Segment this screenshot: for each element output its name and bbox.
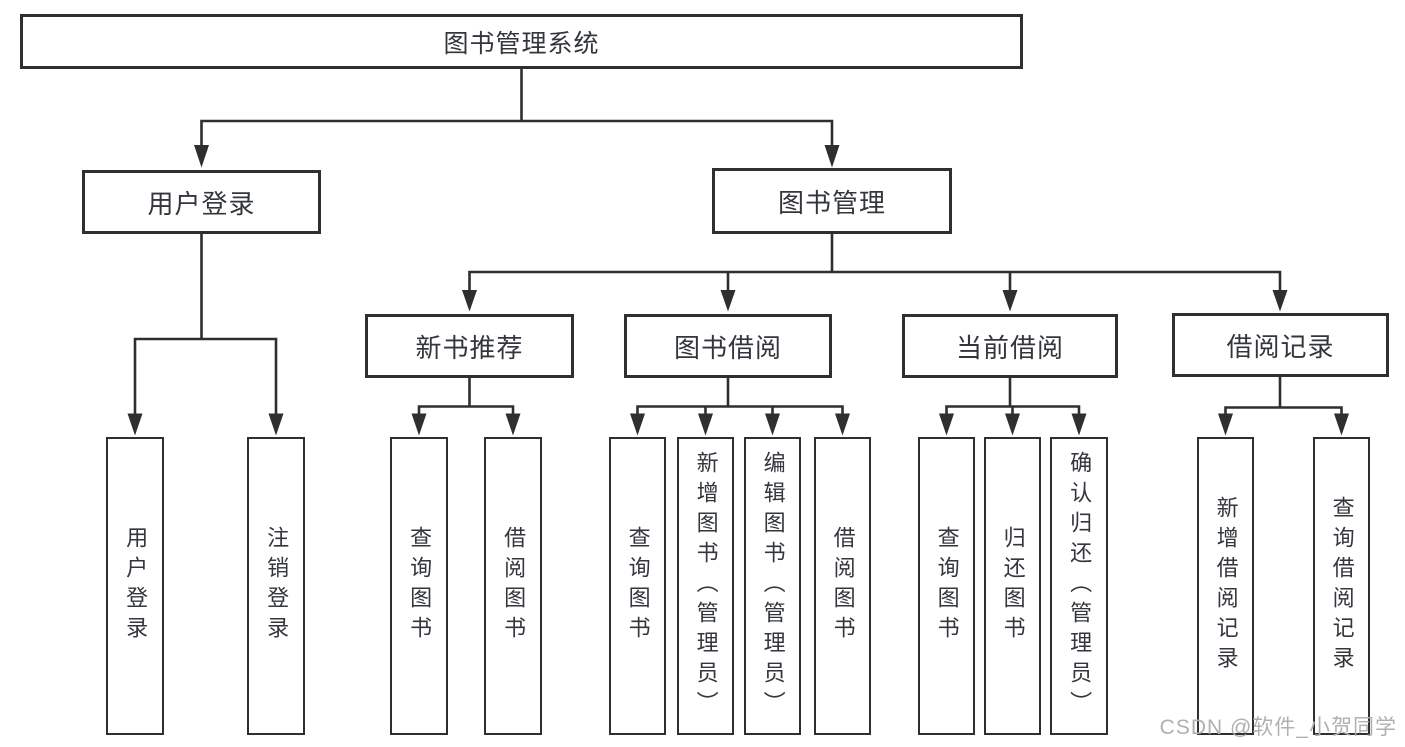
arrowheads-borrow-records-to-leaves bbox=[1218, 413, 1349, 436]
arrowheads-book-mgmt-to-level3 bbox=[462, 290, 1288, 312]
node-new-book-recommendation: 新书推荐 bbox=[365, 314, 574, 378]
leaf-query-books-borrow: 查询图书 bbox=[609, 437, 666, 735]
leaf-add-borrow-record: 新增借阅记录 bbox=[1197, 437, 1254, 735]
leaf-add-books-admin: 新增图书（管理员） bbox=[677, 437, 734, 735]
connector-new-book-rec-to-leaves bbox=[417, 376, 515, 416]
leaf-borrow-books-rec: 借阅图书 bbox=[484, 437, 542, 735]
leaf-query-books-rec: 查询图书 bbox=[390, 437, 448, 735]
connector-root-to-level2 bbox=[200, 66, 834, 148]
arrowheads-root-to-level2 bbox=[194, 145, 840, 168]
connector-user-login-to-leaves bbox=[133, 232, 278, 416]
node-root-system-title: 图书管理系统 bbox=[20, 14, 1023, 69]
leaf-edit-books-admin: 编辑图书（管理员） bbox=[744, 437, 801, 735]
leaf-query-books-current: 查询图书 bbox=[918, 437, 975, 735]
arrowheads-user-login-to-leaves bbox=[127, 413, 284, 436]
leaf-return-books: 归还图书 bbox=[984, 437, 1041, 735]
connector-current-borrow-to-leaves bbox=[945, 376, 1081, 416]
connector-book-borrow-to-leaves bbox=[636, 376, 844, 416]
node-user-login-branch: 用户登录 bbox=[82, 170, 321, 234]
connector-book-mgmt-to-level3 bbox=[468, 232, 1282, 294]
arrowheads-book-borrow-to-leaves bbox=[630, 413, 850, 436]
leaf-user-login: 用户登录 bbox=[106, 437, 164, 735]
csdn-watermark: CSDN @软件_小贺同学 bbox=[1159, 716, 1397, 739]
node-borrowing-records: 借阅记录 bbox=[1172, 313, 1389, 377]
arrowheads-new-book-rec-to-leaves bbox=[411, 413, 521, 436]
leaf-query-borrow-record: 查询借阅记录 bbox=[1313, 437, 1370, 735]
connector-borrow-records-to-leaves bbox=[1224, 375, 1343, 416]
arrowheads-current-borrow-to-leaves bbox=[939, 413, 1087, 436]
leaf-logout: 注销登录 bbox=[247, 437, 305, 735]
leaf-confirm-return-admin: 确认归还（管理员） bbox=[1050, 437, 1108, 735]
node-current-borrowing: 当前借阅 bbox=[902, 314, 1118, 378]
leaf-borrow-books: 借阅图书 bbox=[814, 437, 871, 735]
node-book-management-branch: 图书管理 bbox=[712, 168, 952, 234]
node-book-borrowing: 图书借阅 bbox=[624, 314, 832, 378]
